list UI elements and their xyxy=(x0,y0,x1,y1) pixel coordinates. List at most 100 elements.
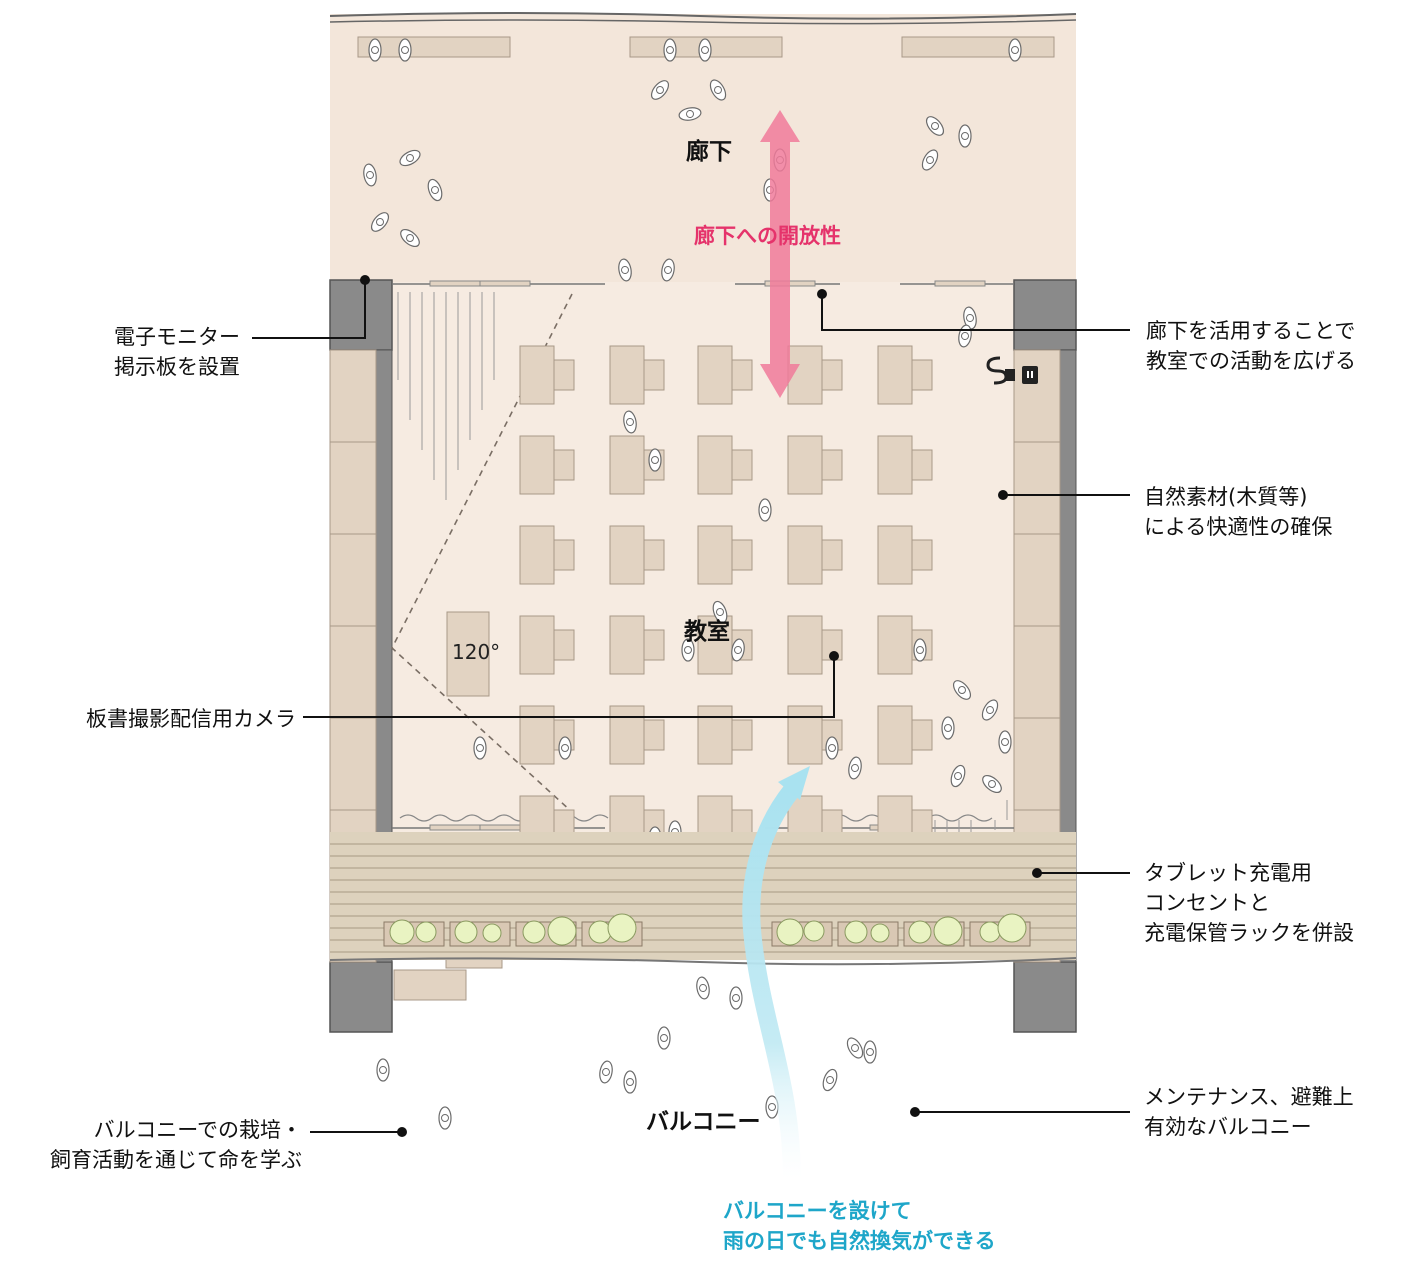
person xyxy=(618,258,632,282)
callout-maintenance-line2: 有効なバルコニー xyxy=(1144,1115,1312,1139)
callout-maintenance: メンテナンス、避難上 有効なバルコニー xyxy=(1144,1082,1354,1142)
callout-natural-material-line1: 自然素材(木質等) xyxy=(1144,485,1308,509)
person xyxy=(863,1040,877,1064)
chair xyxy=(821,449,843,481)
person xyxy=(825,736,839,760)
desk xyxy=(787,525,823,585)
person xyxy=(758,498,772,522)
ventilation-label: バルコニーを設けて 雨の日でも自然換気ができる xyxy=(723,1196,996,1256)
desk xyxy=(697,435,733,495)
chair xyxy=(911,449,933,481)
person xyxy=(370,212,390,232)
desk xyxy=(877,345,913,405)
callout-tablet: タブレット充電用 コンセントと 充電保管ラックを併設 xyxy=(1144,858,1354,948)
outlet-icon xyxy=(986,356,1038,385)
person xyxy=(963,306,977,330)
callout-corridor-use-line1: 廊下を活用することで xyxy=(1146,319,1356,343)
person xyxy=(698,38,712,62)
person xyxy=(958,124,972,148)
chair xyxy=(643,539,665,571)
classroom-title: 教室 xyxy=(684,619,730,645)
person xyxy=(941,716,955,740)
ventilation-arrow xyxy=(742,766,810,1189)
person xyxy=(376,1058,390,1082)
callout-monitor: 電子モニター 掲示板を設置 xyxy=(114,322,240,382)
balcony-title: バルコニー xyxy=(646,1109,761,1135)
desk xyxy=(787,615,823,675)
person xyxy=(848,756,862,780)
chair xyxy=(911,719,933,751)
desk xyxy=(787,705,823,765)
callout-cultivation-line1: バルコニーでの栽培・ xyxy=(93,1118,302,1142)
person xyxy=(398,38,412,62)
person xyxy=(363,163,377,187)
chair xyxy=(731,359,753,391)
person xyxy=(846,1037,864,1059)
person xyxy=(400,228,420,248)
person xyxy=(709,79,727,101)
callout-natural-material: 自然素材(木質等) による快適性の確保 xyxy=(1144,482,1332,542)
person xyxy=(921,149,939,171)
desk xyxy=(697,345,733,405)
desk xyxy=(697,705,733,765)
chair xyxy=(731,449,753,481)
person xyxy=(696,976,710,1000)
desk xyxy=(519,435,555,495)
callout-corridor-use: 廊下を活用することで 教室での活動を広げる xyxy=(1146,316,1356,376)
chair xyxy=(821,539,843,571)
person xyxy=(648,448,662,472)
person xyxy=(681,638,695,662)
callout-maintenance-line1: メンテナンス、避難上 xyxy=(1144,1085,1354,1109)
callout-camera-text: 板書撮影配信用カメラ xyxy=(86,707,296,731)
desk xyxy=(787,345,823,405)
chair xyxy=(553,539,575,571)
corridor-openness-arrow xyxy=(760,110,800,398)
person xyxy=(925,116,945,136)
person xyxy=(731,638,745,662)
corridor-openness-label: 廊下への開放性 xyxy=(694,224,841,248)
person xyxy=(368,38,382,62)
chair xyxy=(821,359,843,391)
desk xyxy=(877,705,913,765)
callout-monitor-line1: 電子モニター xyxy=(114,325,240,349)
desk xyxy=(877,435,913,495)
callout-monitor-line2: 掲示板を設置 xyxy=(114,355,240,379)
callout-natural-material-line2: による快適性の確保 xyxy=(1144,515,1333,539)
desk xyxy=(787,435,823,495)
person xyxy=(427,178,443,202)
ventilation-label-line1: バルコニーを設けて xyxy=(723,1199,912,1223)
ventilation-label-line2: 雨の日でも自然換気ができる xyxy=(723,1229,996,1253)
chair xyxy=(643,359,665,391)
chair xyxy=(731,539,753,571)
chair xyxy=(643,629,665,661)
person xyxy=(473,736,487,760)
people xyxy=(363,38,1022,1130)
desk xyxy=(877,525,913,585)
desk xyxy=(519,615,555,675)
balcony-area xyxy=(329,832,1077,966)
person xyxy=(657,1026,671,1050)
leader-lines xyxy=(252,282,1130,1133)
person xyxy=(913,638,927,662)
callout-corridor-use-line2: 教室での活動を広げる xyxy=(1146,349,1356,373)
callout-cultivation-line2: 飼育活動を通じて命を学ぶ xyxy=(50,1148,302,1172)
person xyxy=(438,1106,452,1130)
person xyxy=(663,38,677,62)
callout-tablet-line2: コンセントと xyxy=(1144,891,1270,915)
person xyxy=(998,730,1012,754)
person xyxy=(981,699,999,721)
person xyxy=(952,680,972,700)
person xyxy=(822,1068,838,1092)
callout-cultivation: バルコニーでの栽培・ 飼育活動を通じて命を学ぶ xyxy=(50,1115,302,1175)
callout-tablet-line1: タブレット充電用 xyxy=(1144,861,1312,885)
person xyxy=(678,107,702,121)
desk xyxy=(609,705,645,765)
person xyxy=(982,774,1002,794)
person xyxy=(650,80,670,100)
chair xyxy=(731,719,753,751)
camera-angle-label: 120° xyxy=(452,640,501,664)
desk xyxy=(609,345,645,405)
desk xyxy=(609,525,645,585)
chair xyxy=(553,629,575,661)
